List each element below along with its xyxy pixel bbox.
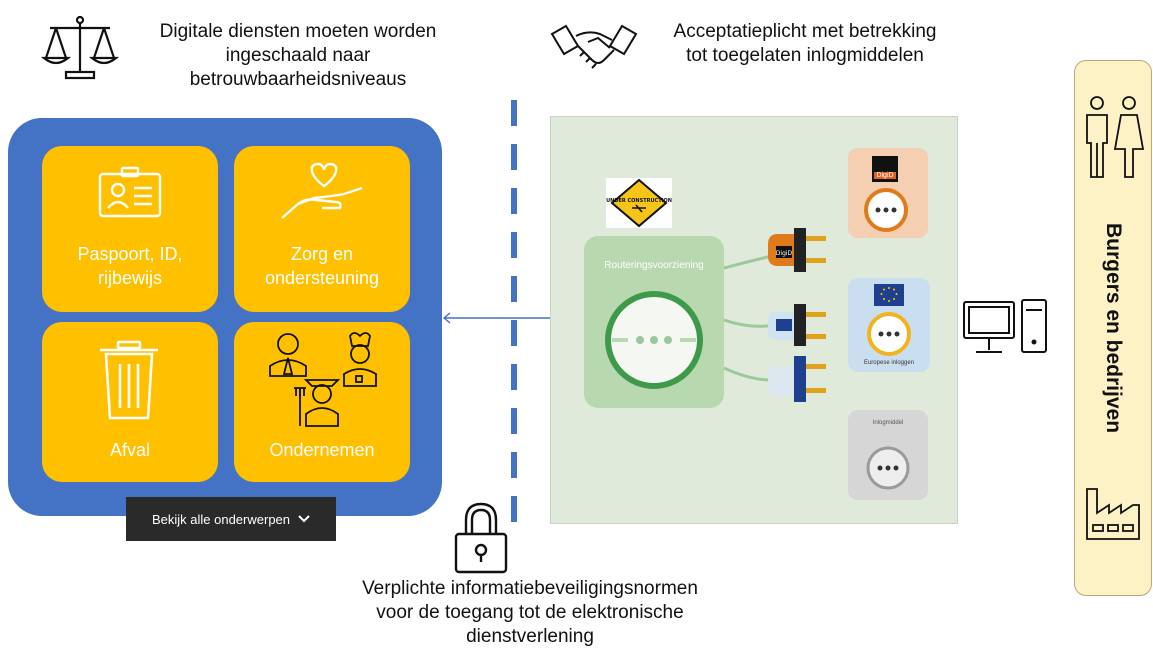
citizens-businesses-panel: Burgers en bedrijven	[1074, 60, 1152, 596]
people-icon	[1086, 96, 1145, 178]
other-login-label: Inlogmiddel	[872, 420, 904, 426]
dashed-divider	[511, 100, 517, 530]
tile-label: ondersteuning	[264, 268, 380, 288]
view-all-topics-label: Bekijk alle onderwerpen	[151, 511, 291, 527]
view-all-topics-button[interactable]: Bekijk alle onderwerpen	[126, 497, 336, 541]
eu-plug-icon	[768, 304, 826, 346]
warning-sign: UNDER CONSTRUCTION	[606, 178, 672, 228]
routing-box-label: Routeringsvoorziening	[604, 260, 704, 271]
eu-flag-icon	[874, 284, 904, 306]
id-card-icon	[98, 166, 162, 218]
tile-business[interactable]: Ondernemen	[234, 322, 410, 482]
scales-icon	[40, 15, 120, 80]
digid-logo-text: DigiD	[874, 172, 896, 179]
digid-socket-icon	[864, 188, 908, 232]
levels-caption: Digitale diensten moeten worden ingescha…	[128, 20, 468, 92]
acceptance-caption-line: Acceptatieplicht met betrekking	[673, 21, 937, 42]
tile-passport[interactable]: Paspoort, ID, rijbewijs	[42, 146, 218, 312]
tile-label: Paspoort, ID,	[77, 244, 183, 264]
heart-hand-icon	[281, 162, 363, 219]
services-panel: Paspoort, ID, rijbewijs Zorg en onderste…	[8, 118, 442, 516]
tile-label: Zorg en	[290, 244, 354, 264]
eu-card-label: Europese inloggen	[863, 360, 915, 366]
security-caption: Verplichte informatiebeveiligingsnormen …	[320, 577, 740, 649]
levels-caption-line: Digitale diensten moeten worden	[159, 21, 437, 42]
digid-plug-icon: DigiD	[768, 228, 826, 272]
tile-label: rijbewijs	[97, 268, 162, 288]
warning-sign-text: UNDER CONSTRUCTION	[606, 198, 672, 204]
computer-icon	[963, 299, 1047, 353]
factory-icon	[1086, 488, 1140, 540]
eu-card[interactable]: Europese inloggen	[848, 278, 930, 372]
warning-sign-icon: UNDER CONSTRUCTION	[606, 178, 672, 228]
routing-socket-icon	[605, 291, 703, 389]
tile-waste[interactable]: Afval	[42, 322, 218, 482]
digid-plug-text: DigiD	[776, 250, 793, 257]
security-caption-line: Verplichte informatiebeveiligingsnormen	[362, 578, 698, 599]
chevron-down-icon	[298, 515, 310, 523]
digid-logo: DigiD	[872, 156, 898, 182]
tile-care[interactable]: Zorg en ondersteuning	[234, 146, 410, 312]
security-caption-line: dienstverlening	[466, 626, 594, 647]
citizens-businesses-label: Burgers en bedrijven	[1102, 222, 1125, 434]
trash-bin-icon	[100, 340, 158, 420]
other-login-card[interactable]: Inlogmiddel	[848, 410, 928, 500]
padlock-icon	[454, 502, 508, 574]
eu-socket-icon	[867, 312, 911, 356]
other-socket-icon	[866, 446, 910, 490]
generic-plug-icon	[768, 356, 826, 402]
handshake-icon	[550, 24, 638, 69]
security-caption-line: voor de toegang tot de elektronische	[376, 602, 684, 623]
digid-card[interactable]: DigiD	[848, 148, 928, 238]
tile-label: Afval	[109, 440, 151, 460]
acceptance-caption-line: tot toegelaten inlogmiddelen	[686, 45, 924, 66]
entrepreneurs-icon	[269, 332, 377, 427]
acceptance-caption: Acceptatieplicht met betrekking tot toeg…	[640, 20, 970, 68]
tile-label: Ondernemen	[269, 440, 375, 460]
levels-caption-line: ingeschaald naar	[225, 45, 371, 66]
levels-caption-line: betrouwbaarheidsniveaus	[189, 69, 407, 90]
